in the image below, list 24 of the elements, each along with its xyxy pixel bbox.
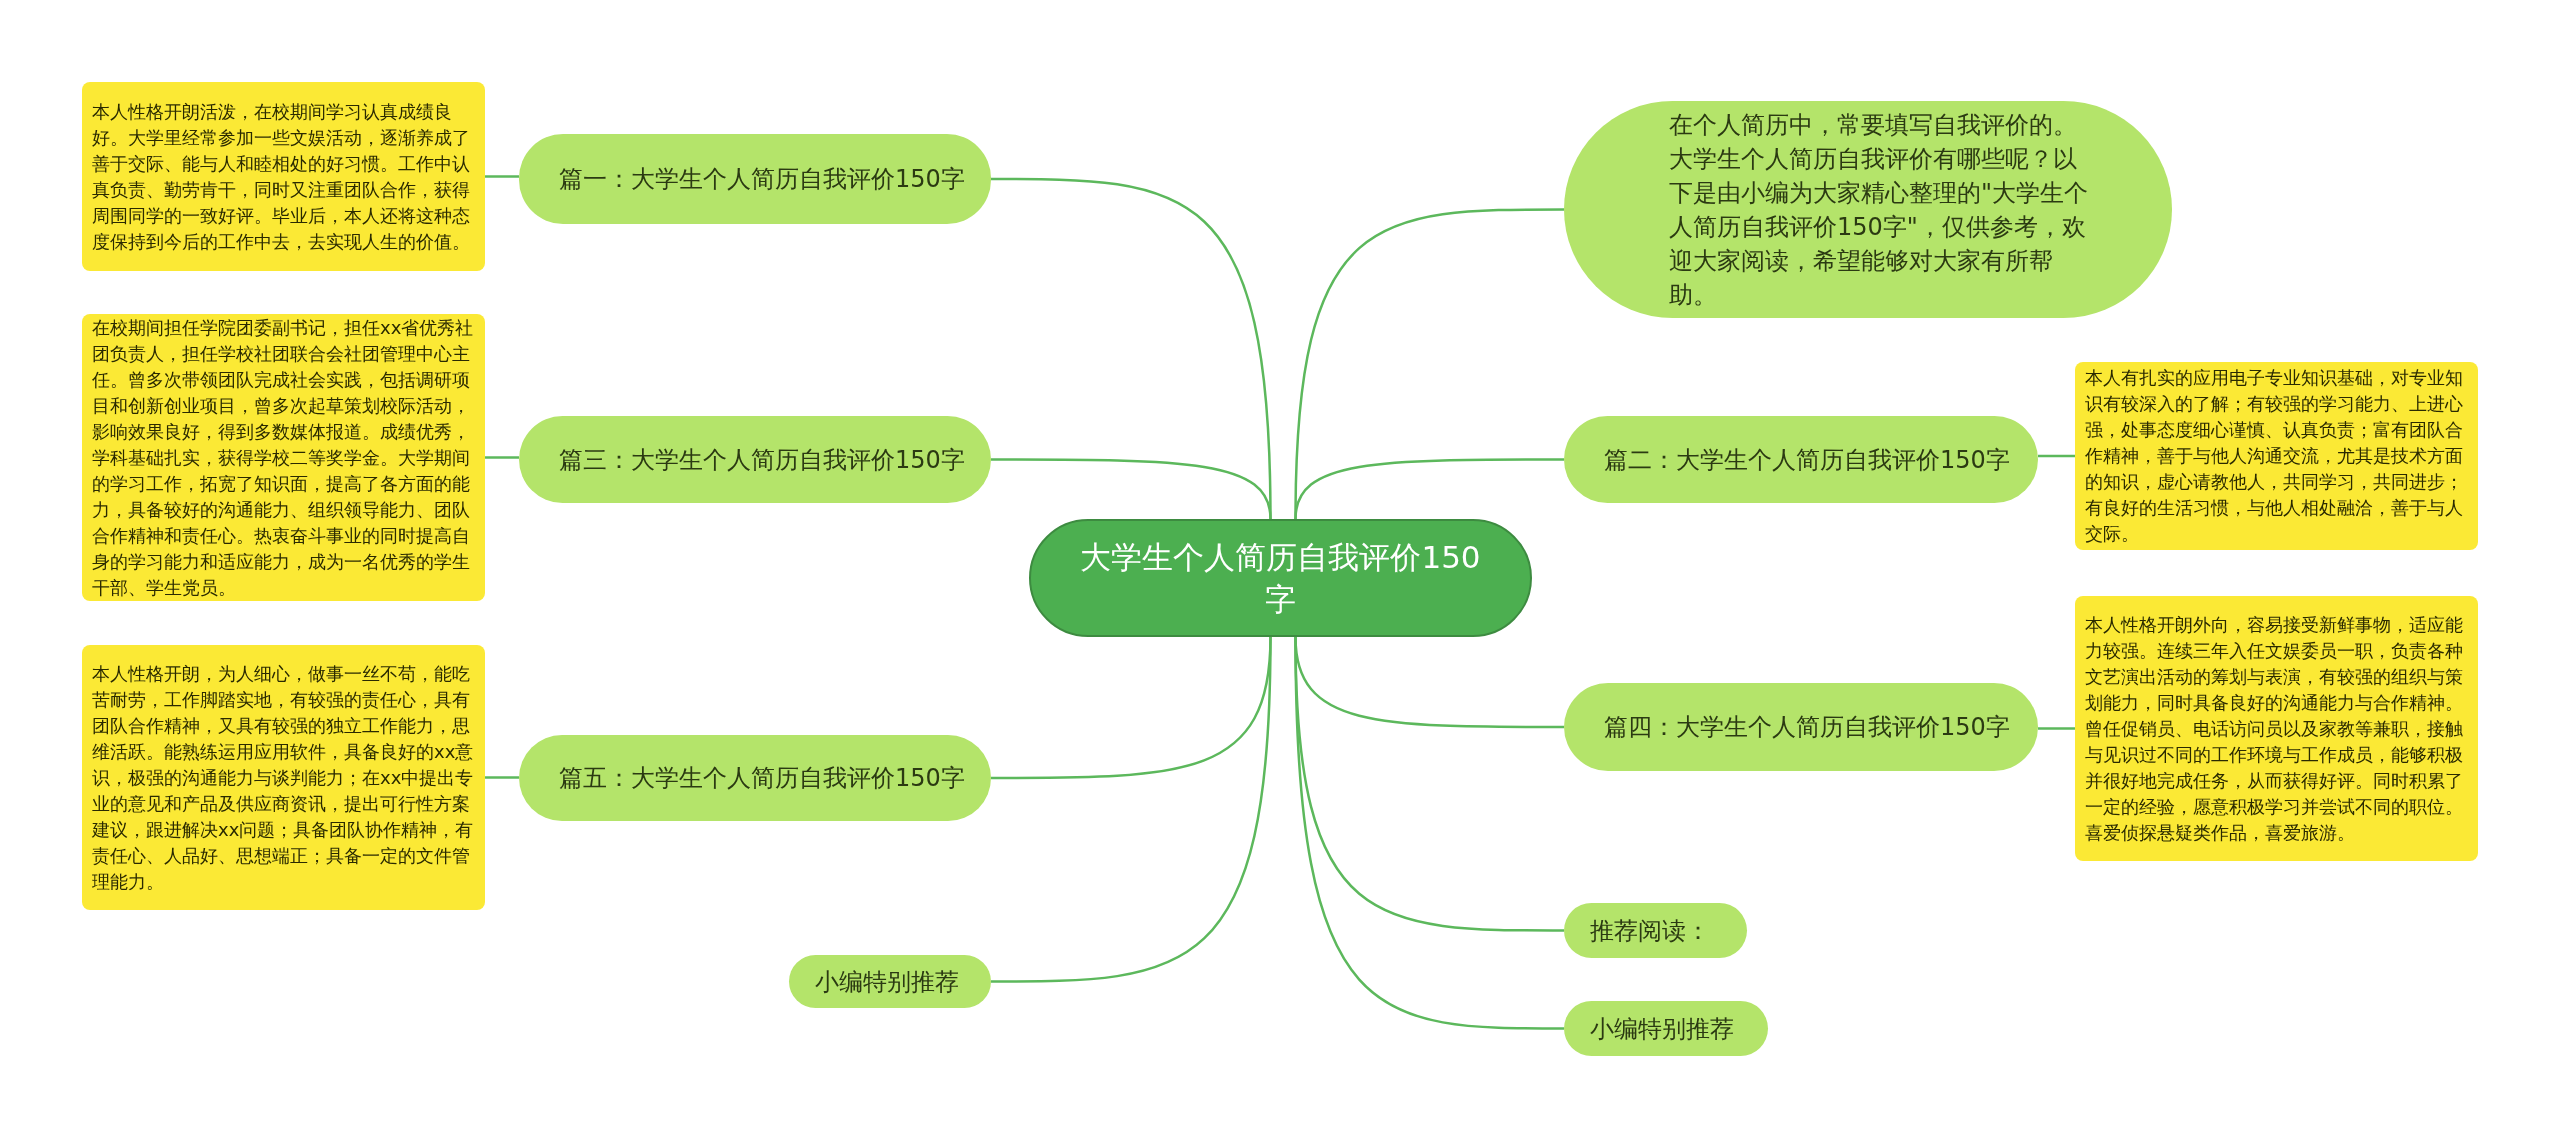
connector-line	[485, 175, 519, 178]
topic-box: 小编特别推荐	[1564, 1001, 1768, 1056]
connector-line	[991, 458, 1272, 520]
topic-box: 篇二：大学生个人简历自我评价150字	[1564, 416, 2038, 503]
intro-bubble: 在个人简历中，常要填写自我评价的。大学生个人简历自我评价有哪些呢？以下是由小编为大家精心整理的"大学生个人简历自我评价150字"，仅供参考，欢迎大家阅读，希望能够对大家有所帮助。	[1564, 101, 2172, 318]
connector-line	[991, 636, 1272, 983]
topic-box: 篇四：大学生个人简历自我评价150字	[1564, 683, 2038, 771]
topic-box: 篇五：大学生个人简历自我评价150字	[519, 735, 991, 821]
topic-box: 篇一：大学生个人简历自我评价150字	[519, 134, 991, 224]
central-topic-box: 大学生个人简历自我评价150字	[1029, 519, 1532, 637]
connector-line	[1294, 458, 1564, 520]
note-box: 本人性格开朗活泼，在校期间学习认真成绩良好。大学里经常参加一些文娱活动，逐渐养成了善于交际、能与人和睦相处的好习惯。工作中认真负责、勤劳肯干，同时又注重团队合作，获得周围同学的一致好评。毕业后，本人还将这种态度保持到今后的工作中去，去实现人生的价值。	[82, 82, 485, 271]
connector-line	[2038, 727, 2075, 730]
note-box: 本人性格开朗，为人细心，做事一丝不苟，能吃苦耐劳，工作脚踏实地，有较强的责任心，具有团队合作精神，又具有较强的独立工作能力，思维活跃。能熟练运用应用软件，具备良好的xx意识，极强的沟通能力与谈判能力；在xx中提出专业的意见和产品及供应商资讯，提出可行性方案建议，跟进解决xx问题；具备团队协作精神，有责任心、人品好、思想端正；具备一定的文件管理能力。	[82, 645, 485, 910]
note-box: 本人有扎实的应用电子专业知识基础，对专业知识有较深入的了解；有较强的学习能力、上进心强，处事态度细心谨慎、认真负责；富有团队合作精神，善于与他人沟通交流，尤其是技术方面的知识，虚心请教他人，共同学习，共同进步；有良好的生活习惯，与他人相处融洽，善于与人交际。	[2075, 362, 2478, 550]
connector-line	[2038, 454, 2075, 458]
connector-line	[1294, 636, 1564, 1030]
topic-box: 篇三：大学生个人简历自我评价150字	[519, 416, 991, 503]
connector-line	[485, 776, 519, 779]
note-box: 在校期间担任学院团委副书记，担任xx省优秀社团负责人，担任学校社团联合会社团管理中心主任。曾多次带领团队完成社会实践，包括调研项目和创新创业项目，曾多次起草策划校际活动，影响效果良好，得到多数媒体报道。成绩优秀，学科基础扎实，获得学校二等奖学金。大学期间的学习工作，拓宽了知识面，提高了各方面的能力，具备较好的沟通能力、组织领导能力、团队合作精神和责任心。热衷奋斗事业的同时提高自身的学习能力和适应能力，成为一名优秀的学生干部、学生党员。	[82, 314, 485, 601]
connector-line	[485, 456, 519, 459]
topic-box: 推荐阅读：	[1564, 903, 1747, 958]
topic-box: 小编特别推荐	[789, 955, 991, 1008]
note-box: 本人性格开朗外向，容易接受新鲜事物，适应能力较强。连续三年入任文娱委员一职，负责各种文艺演出活动的筹划与表演，有较强的组织与策划能力，同时具备良好的沟通能力与合作精神。曾任促销员、电话访问员以及家教等兼职，接触与见识过不同的工作环境与工作成员，能够积极并很好地完成任务，从而获得好评。同时积累了一定的经验，愿意积极学习并尝试不同的职位。喜爱侦探悬疑类作品，喜爱旅游。	[2075, 596, 2478, 861]
